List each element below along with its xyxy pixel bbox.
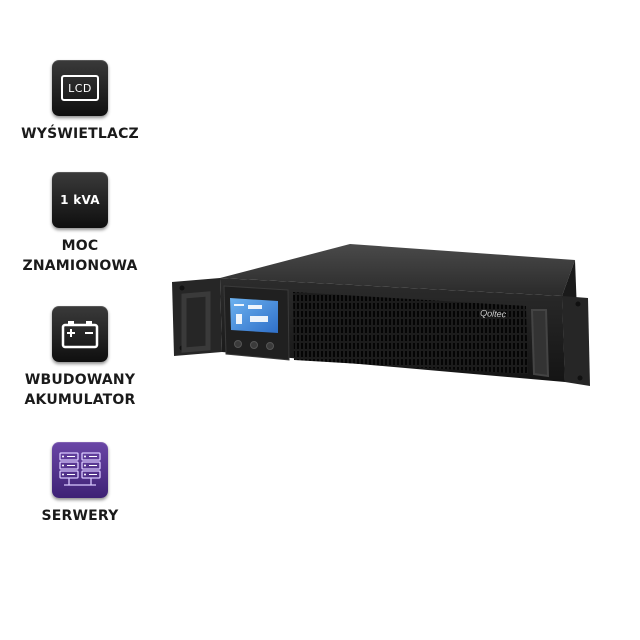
brand-logo: Qoltec — [480, 308, 507, 319]
feature-servers: SERWERY — [14, 442, 146, 526]
battery-icon — [52, 306, 108, 362]
power-rating-badge-icon: 1 kVA — [52, 172, 108, 228]
feature-battery-label: WBUDOWANY AKUMULATOR — [14, 370, 146, 410]
feature-lcd: LCD WYŚWIETLACZ — [14, 60, 146, 144]
lcd-badge-icon: LCD — [52, 60, 108, 116]
lcd-badge-text: LCD — [61, 75, 99, 101]
feature-power-rating-label-line2: ZNAMIONOWA — [22, 258, 138, 274]
feature-battery-label-line2: AKUMULATOR — [24, 392, 136, 408]
feature-servers-label: SERWERY — [41, 508, 119, 524]
feature-battery: WBUDOWANY AKUMULATOR — [14, 306, 146, 410]
feature-battery-label-line1: WBUDOWANY — [24, 372, 136, 388]
ups-device-image: Qoltec — [160, 230, 630, 400]
power-rating-badge-text: 1 kVA — [60, 193, 100, 207]
feature-power-rating-label-line1: MOC — [61, 238, 99, 254]
feature-power-rating: 1 kVA MOC ZNAMIONOWA — [14, 172, 146, 276]
feature-lcd-label: WYŚWIETLACZ — [21, 126, 139, 142]
feature-power-rating-label: MOC ZNAMIONOWA — [14, 236, 146, 276]
server-rack-icon — [52, 442, 108, 498]
